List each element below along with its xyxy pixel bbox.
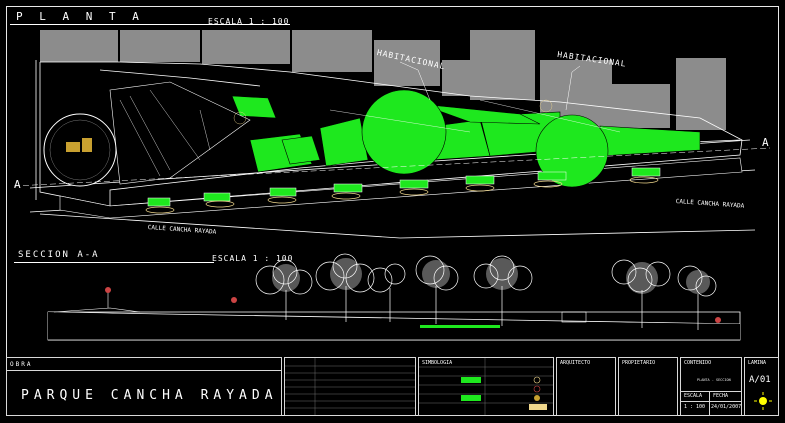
north-arrow-icon (754, 392, 772, 410)
section-trees (255, 253, 717, 330)
legend-block: SIMBOLOGIA (418, 357, 554, 416)
sheet-number: A/01 (749, 375, 771, 385)
contenido-value: PLANTA - SECCION (697, 378, 731, 382)
arquitecto-label: ARQUITECTO (560, 360, 591, 366)
section-marker-left: A (14, 178, 21, 191)
project-block: OBRA PARQUE CANCHA RAYADA (6, 357, 282, 416)
contenido-label: CONTENIDO (684, 360, 712, 366)
section-marker-right: A (762, 136, 769, 149)
lawn-areas (231, 89, 701, 188)
legend-swatches (419, 358, 553, 415)
propietario-block: PROPIETARIO (618, 357, 678, 416)
plan-scale: ESCALA 1 : 100 (208, 17, 290, 26)
lamina-label: LAMINA (748, 360, 767, 366)
fecha-label: FECHA (713, 393, 729, 399)
section-scale: ESCALA 1 : 100 (212, 254, 294, 263)
propietario-label: PROPIETARIO (622, 360, 656, 366)
plan-title: P L A N T A (16, 10, 144, 23)
escala-value: 1 : 100 (684, 404, 706, 410)
section-drawing (47, 253, 741, 341)
obra-label: OBRA (10, 361, 33, 368)
contenido-block: CONTENIDO PLANTA - SECCION ESCALA FECHA … (680, 357, 742, 416)
escala-label: ESCALA (684, 393, 703, 399)
project-name: PARQUE CANCHA RAYADA (21, 388, 278, 403)
project-data-block (284, 357, 416, 416)
section-title-underline (14, 262, 214, 263)
project-data-lines (285, 358, 415, 415)
section-title: SECCION A-A (18, 250, 100, 260)
simbologia-label: SIMBOLOGIA (422, 360, 453, 366)
planters (147, 167, 661, 207)
arquitecto-block: ARQUITECTO (556, 357, 616, 416)
fecha-value: 24/01/2007 (711, 404, 742, 410)
sand-patches (145, 176, 659, 214)
lamina-block: LAMINA A/01 (744, 357, 779, 416)
plan-title-underline (10, 24, 290, 25)
site-plan-drawing: A A (13, 30, 771, 239)
housing-blocks (40, 30, 726, 130)
